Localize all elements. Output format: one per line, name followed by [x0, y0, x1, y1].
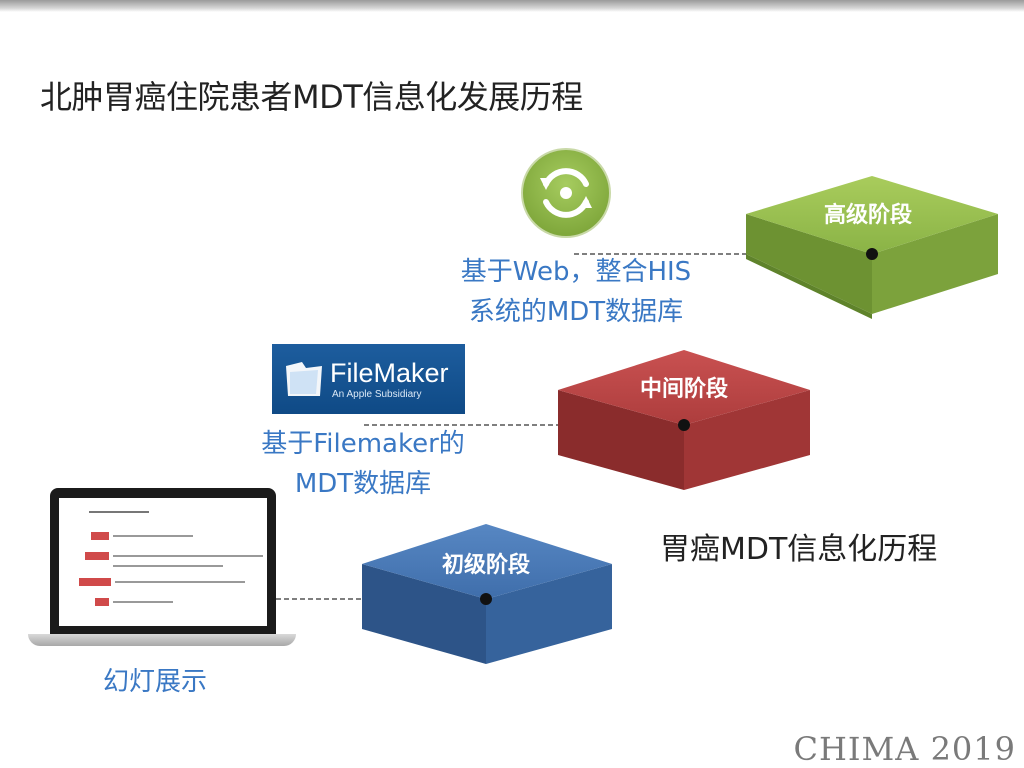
dot-advanced [866, 248, 878, 260]
initial-block-right [486, 564, 612, 664]
middle-stage-label: 中间阶段 [640, 376, 728, 402]
page-title: 北肿胃癌住院患者MDT信息化发展历程 [40, 78, 583, 116]
advanced-stage-block [746, 176, 998, 319]
initial-stage-label: 初级阶段 [442, 552, 530, 578]
footer-watermark: CHIMA 2019 [793, 730, 1016, 768]
initial-caption: 幻灯展示 [74, 662, 236, 702]
top-gradient-bar [0, 0, 1024, 12]
filemaker-name: FileMaker [330, 358, 449, 388]
advanced-block-right [872, 214, 998, 314]
laptop-display [59, 498, 267, 626]
advanced-stage-label: 高级阶段 [824, 202, 912, 228]
initial-block-left [362, 564, 486, 664]
middle-block-right [684, 390, 810, 490]
middle-caption-line-2: MDT数据库 [294, 469, 432, 499]
dot-middle [678, 419, 690, 431]
laptop-screen [50, 488, 276, 634]
laptop-illustration [28, 488, 296, 658]
initial-block-top [362, 524, 612, 599]
dot-initial [480, 593, 492, 605]
middle-stage-block [558, 350, 810, 490]
filemaker-tagline: An Apple Subsidiary [332, 389, 422, 400]
filemaker-folder-icon [286, 362, 322, 396]
laptop-base [28, 634, 296, 646]
sync-arrows-icon [521, 148, 611, 238]
filemaker-logo: FileMaker An Apple Subsidiary [272, 344, 465, 414]
middle-block-top [558, 350, 810, 425]
initial-stage-block [362, 524, 612, 664]
advanced-block-top [746, 176, 998, 254]
middle-caption: 基于Filemaker的 MDT数据库 [248, 424, 478, 504]
summary-heading: 胃癌MDT信息化历程 [660, 532, 938, 567]
advanced-block-front [746, 254, 872, 319]
advanced-caption-line-1: 基于Web，整合HIS [460, 257, 692, 287]
advanced-caption: 基于Web，整合HIS 系统的MDT数据库 [438, 252, 714, 332]
advanced-block-left [746, 214, 872, 314]
middle-caption-line-1: 基于Filemaker的 [261, 429, 465, 459]
advanced-caption-line-2: 系统的MDT数据库 [468, 297, 684, 327]
middle-block-left [558, 390, 684, 490]
initial-caption-line-1: 幻灯展示 [102, 667, 207, 697]
